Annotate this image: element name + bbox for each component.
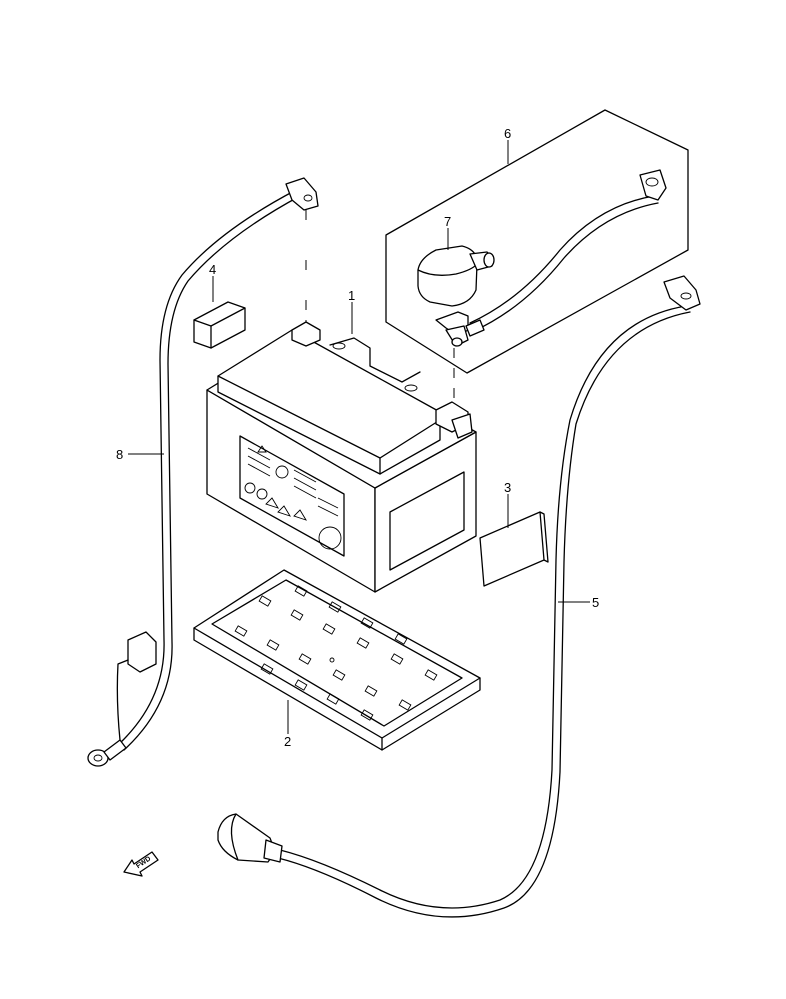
battery	[206, 321, 477, 593]
kit-cable	[435, 169, 667, 347]
callout-3: 3	[504, 480, 511, 495]
battery-tray	[193, 569, 481, 751]
callout-5: 5	[592, 595, 599, 610]
callout-1: 1	[348, 288, 355, 303]
kit-box-outline	[385, 109, 689, 374]
callout-4: 4	[209, 262, 216, 277]
fwd-arrow-icon: FWD	[123, 851, 159, 877]
long-cable-left	[87, 177, 319, 767]
callout-7: 7	[444, 214, 451, 229]
battery-pad	[193, 301, 246, 349]
long-cable-right	[217, 275, 701, 918]
callout-8: 8	[116, 447, 123, 462]
terminal-cap	[417, 245, 495, 307]
callout-6: 6	[504, 126, 511, 141]
spacer-plate	[479, 511, 549, 587]
callout-2: 2	[284, 734, 291, 749]
